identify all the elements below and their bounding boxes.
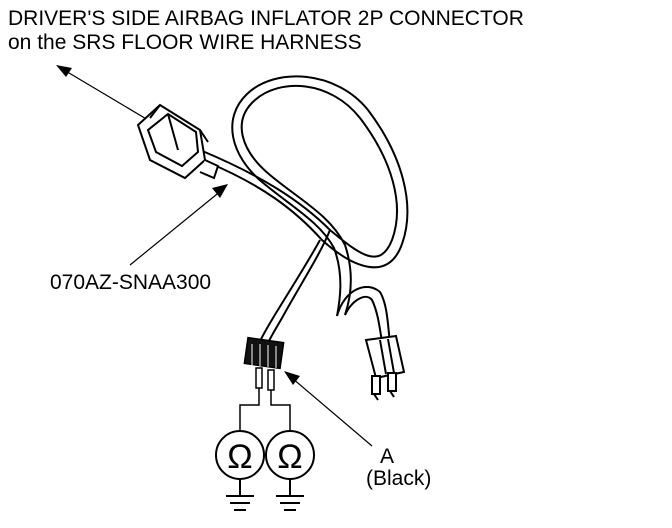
arrow-icon bbox=[284, 371, 300, 385]
callout-a-letter: A bbox=[380, 445, 395, 468]
connector-icon bbox=[136, 103, 220, 180]
connector-icon bbox=[364, 334, 406, 401]
part-number-label: 070AZ-SNAA300 bbox=[50, 271, 212, 294]
arrow-icon bbox=[212, 184, 228, 198]
ohmmeter-icon: Ω bbox=[215, 430, 265, 480]
harness-cable bbox=[199, 75, 409, 349]
ground-icon bbox=[276, 479, 304, 511]
callout-a-leader bbox=[291, 377, 373, 447]
ohmmeter-icon: Ω bbox=[265, 430, 315, 480]
test-leads bbox=[239, 388, 291, 430]
callout-a-note: (Black) bbox=[366, 467, 432, 490]
ohm-symbol-left: Ω bbox=[227, 438, 252, 476]
arrow-icon bbox=[56, 65, 72, 77]
part-number-leader bbox=[129, 189, 223, 266]
diagram-title-line1: DRIVER'S SIDE AIRBAG INFLATOR 2P CONNECT… bbox=[8, 7, 524, 30]
ground-icon bbox=[226, 479, 254, 511]
diagram-title-line2: on the SRS FLOOR WIRE HARNESS bbox=[8, 31, 362, 54]
ohm-symbol-right: Ω bbox=[277, 438, 302, 476]
connector-a bbox=[243, 336, 285, 391]
connector-leader-arrow bbox=[56, 65, 149, 121]
